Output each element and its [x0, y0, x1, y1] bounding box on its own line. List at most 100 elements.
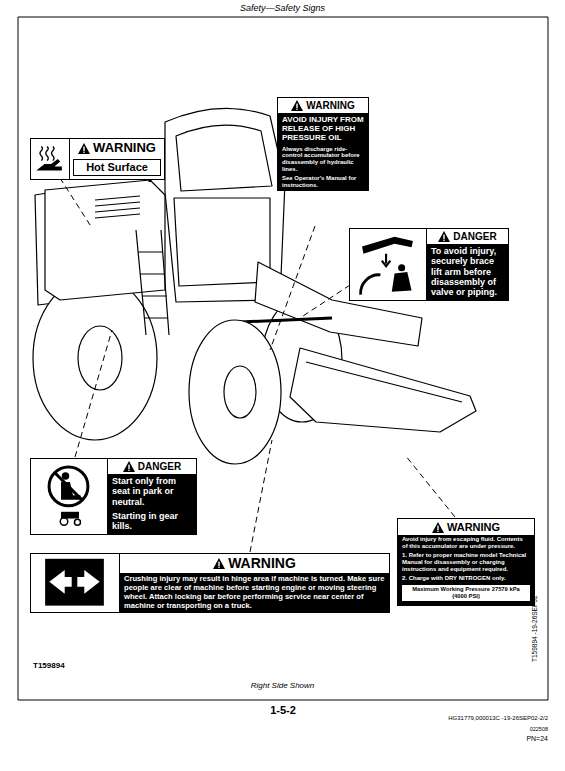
sign-pictogram [33, 141, 66, 177]
signal-word: DANGER [138, 461, 181, 472]
crush-arrow [77, 570, 99, 594]
safety-sign: WARNINGHot Surface [30, 138, 165, 180]
sign-header: DANGER [108, 459, 196, 474]
leader-line [75, 330, 112, 457]
triangle-shape [432, 522, 444, 533]
sign-text: Always discharge ride-control accumulato… [282, 146, 364, 174]
sign-icon [31, 459, 108, 534]
cab-windshield [176, 125, 272, 191]
page-title: Safety—Safety Signs [0, 3, 565, 13]
sign-text: Starting in gear kills. [112, 511, 192, 532]
warning-triangle [432, 522, 444, 533]
figure-number: T159894 [33, 662, 113, 671]
leader-line [250, 440, 272, 552]
engine-hood [45, 180, 165, 300]
prohibition-slash [55, 473, 82, 500]
leader-line [405, 455, 455, 517]
exclamation-bar [83, 146, 84, 150]
down-arrow [382, 254, 390, 267]
heat-wave [40, 147, 42, 161]
sign-icon [350, 229, 427, 300]
signal-word: DANGER [453, 231, 496, 242]
document-code: HG31779,000013C -19-26SEP02-2/2 [300, 715, 548, 722]
sign-header: WARNING [120, 554, 389, 573]
lift-arm-symbol [362, 237, 413, 254]
tractor-wheel [60, 518, 67, 525]
bucket [290, 348, 476, 432]
sign-text: To avoid injury, securely brace lift arm… [431, 246, 504, 298]
crush-arrow [49, 570, 71, 594]
page-number: 1-5-2 [183, 704, 383, 716]
exclamation-dot [297, 109, 298, 110]
sign-header: WARNING [278, 98, 368, 113]
exclamation-bar [437, 525, 438, 529]
safety-sign: DANGER To avoid injury, securely brace li… [349, 228, 509, 301]
cab-side-window [174, 198, 270, 286]
front-tire-near [189, 320, 281, 464]
prohibition-circle [49, 467, 88, 506]
lift-cylinder [240, 318, 332, 322]
sign-text: Crushing injury may result in hinge area… [124, 575, 385, 610]
signal-word: WARNING [306, 100, 354, 111]
page-frame [18, 17, 548, 700]
triangle-shape [78, 143, 90, 154]
frame-left [18, 17, 19, 700]
signal-word: WARNING [93, 141, 156, 155]
leader-line [270, 226, 315, 350]
wheel-arc [361, 275, 381, 295]
safety-sign: WARNING Crushing injury may result in hin… [30, 553, 390, 613]
triangle-shape [438, 231, 450, 242]
sign-text: 1. Refer to proper machine model Technic… [402, 552, 530, 573]
icon-ground [45, 559, 104, 606]
hand-symbol [36, 159, 62, 171]
warning-triangle [213, 558, 225, 569]
warning-triangle [291, 100, 303, 111]
leader-lines [60, 178, 455, 552]
sign-pictogram [352, 231, 423, 295]
sign-content: DANGER To avoid injury, securely brace li… [427, 229, 508, 300]
sign-icon [31, 554, 120, 612]
exclamation-bar [444, 235, 445, 239]
heat-wave [52, 147, 54, 161]
person-body [392, 272, 412, 292]
sign-text: Avoid injury from escaping fluid. Conten… [402, 536, 530, 550]
sign-text: AVOID INJURY FROM RELEASE OF HIGH PRESSU… [282, 115, 364, 143]
sign-header: DANGER [427, 229, 508, 244]
sign-pictogram [33, 556, 116, 608]
lift-arm [255, 262, 422, 346]
safety-sign: WARNING AVOID INJURY FROM RELEASE OF HIGH… [277, 97, 369, 191]
person-head [62, 472, 69, 479]
signal-word: WARNING [228, 556, 296, 571]
hood-grille [95, 196, 140, 218]
triangle-shape [291, 100, 303, 111]
sign-content: WARNING Avoid injury from escaping fluid.… [398, 519, 534, 605]
signal-word: WARNING [447, 521, 500, 533]
exclamation-bar [297, 104, 298, 108]
sign-content: WARNING AVOID INJURY FROM RELEASE OF HIGH… [278, 98, 368, 190]
sign-header: WARNING [70, 139, 164, 157]
date-code: 022508 [300, 726, 548, 732]
front-hub [224, 366, 256, 418]
sign-content: DANGERStart only from seat in park or ne… [108, 459, 196, 534]
sign-content: WARNINGHot Surface [70, 139, 164, 179]
warning-triangle [78, 143, 90, 154]
sign-header: WARNING [398, 519, 534, 535]
ladder [136, 230, 169, 335]
exclamation-dot [83, 151, 84, 152]
safety-sign: WARNING Avoid injury from escaping fluid.… [397, 518, 535, 606]
sign-text: 2. Charge with DRY NITROGEN only. [402, 575, 530, 582]
exclamation-bar [128, 465, 129, 469]
loader-illustration [33, 108, 476, 464]
frame-bottom [18, 700, 548, 701]
exclamation-bar [218, 562, 219, 566]
rear-hub [78, 326, 122, 390]
sign-content: WARNING Crushing injury may result in hin… [120, 554, 389, 612]
exclamation-dot [444, 240, 445, 241]
warning-triangle [123, 461, 135, 472]
exclamation-dot [218, 567, 219, 568]
leader-line [300, 285, 350, 318]
tractor-wheel [74, 519, 80, 525]
triangle-shape [213, 558, 225, 569]
bucket-edge [306, 362, 462, 402]
person-head [398, 264, 405, 271]
